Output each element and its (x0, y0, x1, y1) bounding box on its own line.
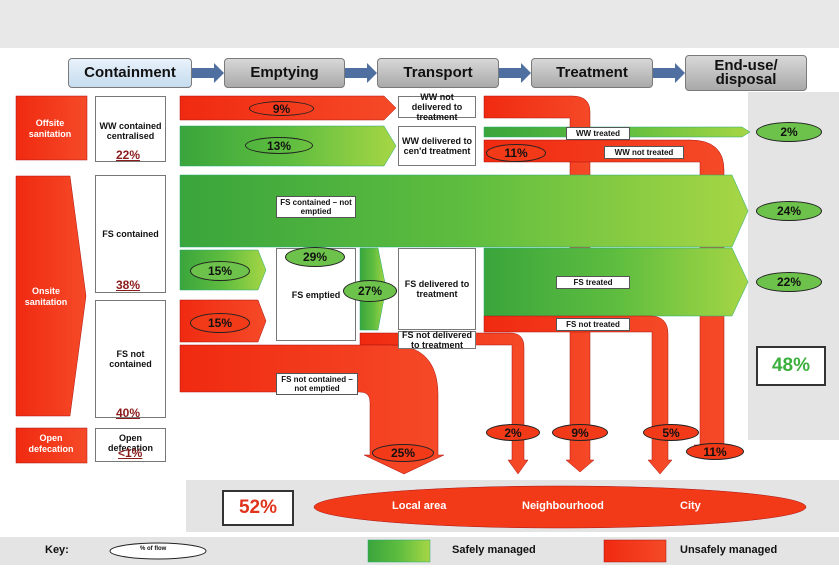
open-defecation-label: Open defecation (28, 433, 74, 454)
oval-fs-transport: 27% (343, 280, 397, 302)
fs-contained-box: FS contained (95, 175, 166, 293)
header-arrows (192, 63, 685, 83)
oval-ww-treated-outcome: 2% (756, 122, 822, 142)
ww-not-treated-label: WW not treated (604, 146, 684, 159)
fs-contained-pct: 38% (116, 278, 141, 292)
header-treatment: Treatment (531, 58, 653, 88)
fs-not-contained-box: FS not contained (95, 300, 166, 418)
fs-contained-not-emptied-label: FS contained – not emptied (276, 196, 356, 218)
key-safe-label: Safely managed (452, 544, 536, 556)
area-local: Local area (392, 500, 447, 512)
oval-ww-delivered: 13% (245, 137, 313, 154)
header-emptying: Emptying (224, 58, 345, 88)
ww-contained-pct: 22% (116, 148, 141, 162)
area-city: City (680, 500, 701, 512)
header-enduse: End-use/ disposal (685, 55, 807, 91)
ww-treated-label: WW treated (566, 127, 630, 140)
fs-not-delivered-box: FS not delivered to treatment (398, 330, 476, 350)
open-defecation-box: Open defecation (95, 428, 166, 462)
key-oval-label: % of flow (140, 546, 167, 552)
oval-bottom-left: 25% (372, 444, 434, 462)
key-unsafe-label: Unsafely managed (680, 544, 778, 556)
oval-fs-emptied-unsafe: 15% (190, 313, 250, 333)
area-neighbourhood: Neighbourhood (522, 500, 604, 512)
fs-not-contained-pct: 40% (116, 406, 141, 420)
oval-fs-emptied: 29% (285, 247, 345, 267)
oval-drop-1: 2% (486, 424, 540, 441)
ww-not-delivered-box: WW not delivered to treatment (398, 92, 476, 122)
fs-treated-label: FS treated (556, 276, 630, 289)
key-label: Key: (45, 544, 69, 556)
oval-fs-treated-outcome: 22% (756, 272, 822, 292)
header-transport: Transport (377, 58, 499, 88)
oval-drop-4: 11% (686, 443, 744, 460)
oval-drop-3: 5% (643, 424, 699, 441)
oval-fs-emptied-safe: 15% (190, 261, 250, 281)
fs-delivered-box: FS delivered to treatment (398, 248, 476, 330)
oval-fs-contained-outcome: 24% (756, 201, 822, 221)
top-band (0, 0, 839, 48)
ww-contained-box: WW contained centralised (95, 96, 166, 162)
oval-ww-not-treated: 11% (486, 144, 546, 162)
onsite-label: Onsite sanitation (24, 286, 68, 307)
safe-total-box: 48% (756, 346, 826, 386)
header-containment: Containment (68, 58, 192, 88)
open-defecation-pct: <1% (118, 446, 143, 460)
oval-drop-2: 9% (552, 424, 608, 441)
fs-not-contained-not-emptied-label: FS not contained – not emptied (276, 373, 358, 395)
fs-not-treated-label: FS not treated (556, 318, 630, 331)
oval-ww-not-delivered: 9% (249, 101, 314, 116)
unsafe-total-box: 52% (222, 490, 294, 526)
offsite-label: Offsite sanitation (28, 118, 72, 139)
ww-delivered-box: WW delivered to cen'd treatment (398, 126, 476, 166)
